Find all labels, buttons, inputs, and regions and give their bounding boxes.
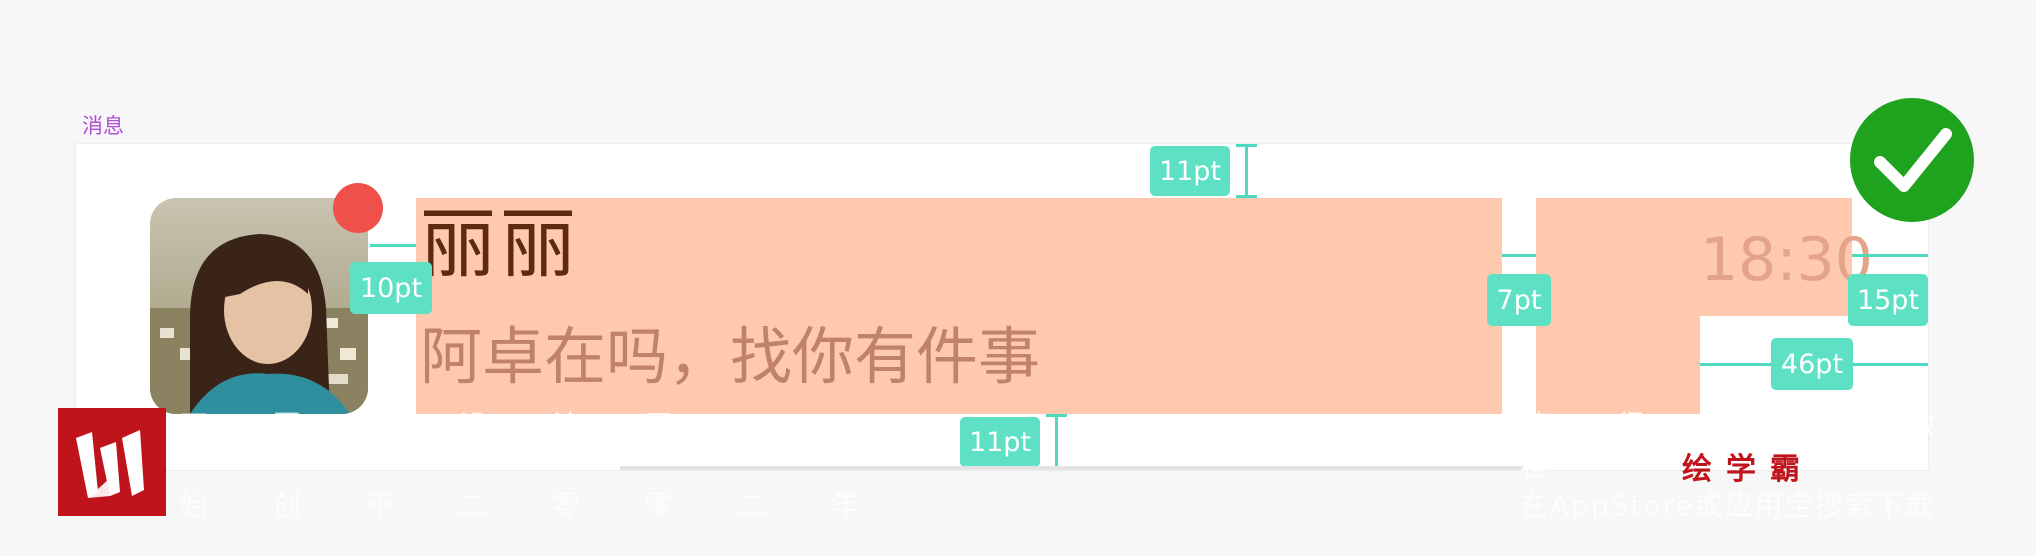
bottom-padding-cap	[1046, 414, 1067, 417]
bottom-padding-label: 11pt	[960, 417, 1040, 467]
divider	[620, 466, 1524, 470]
watermark-right-1: 获 得 更 多 教 程	[1520, 409, 1966, 482]
section-label: 消息	[82, 114, 124, 138]
top-padding-cap	[1236, 195, 1257, 198]
time-area-highlight	[1536, 198, 1852, 316]
content-area-highlight	[416, 198, 1502, 414]
bottom-padding-line	[1055, 414, 1058, 470]
message-time: 18:30	[1700, 225, 1873, 295]
top-padding-label: 11pt	[1150, 146, 1230, 196]
message-margin-label: 46pt	[1771, 338, 1853, 390]
name-time-gap-label: 7pt	[1487, 274, 1551, 326]
name-time-gap-line	[1502, 254, 1536, 257]
brand-name: 绘学霸	[1682, 452, 1814, 487]
watermark-right-2: 在AppStore或应用宝搜索下载	[1520, 489, 1935, 522]
message-preview: 阿卓在吗，找你有件事	[420, 320, 1041, 393]
contact-name: 丽丽	[420, 199, 580, 288]
avatar-gap-line	[370, 244, 416, 247]
brand-logo-icon	[58, 408, 166, 516]
time-margin-label: 15pt	[1848, 274, 1928, 326]
checkmark-icon	[1850, 98, 1974, 222]
time-margin-line	[1852, 254, 1928, 257]
top-padding-line	[1245, 144, 1248, 198]
watermark-left-1: 面 图 标 设 计 网	[180, 409, 701, 442]
avatar-gap-label: 10pt	[350, 262, 432, 314]
watermark-left-2: 始 创 于 二 零 零 二 年	[180, 489, 887, 522]
avatar[interactable]	[150, 198, 368, 414]
top-padding-cap	[1236, 144, 1257, 147]
time-area-extension	[1536, 316, 1700, 414]
unread-badge	[333, 183, 383, 233]
